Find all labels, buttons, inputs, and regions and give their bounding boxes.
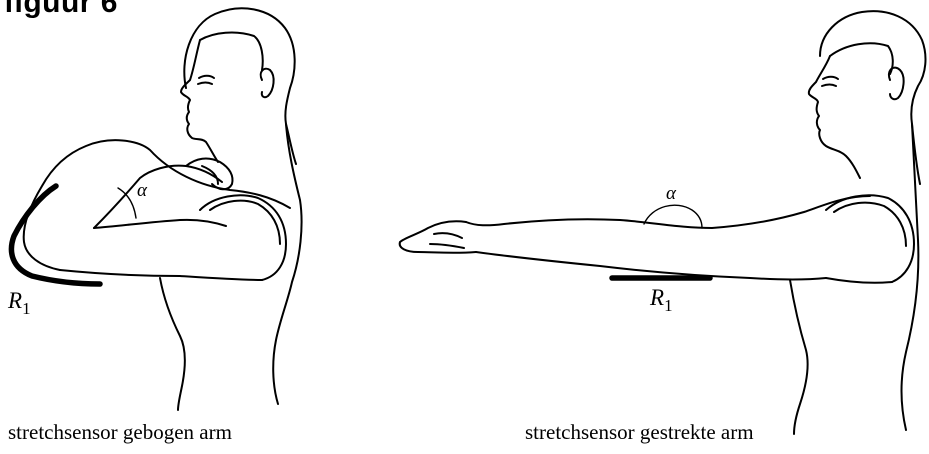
left-brow xyxy=(199,76,214,78)
right-eye xyxy=(822,85,836,87)
right-head-outline xyxy=(820,11,925,184)
right-brow xyxy=(823,77,838,79)
left-sensor-subscript: 1 xyxy=(22,299,31,318)
left-angle-label: α xyxy=(137,180,148,201)
left-upper-arm-top xyxy=(24,140,290,270)
left-face-profile xyxy=(181,40,218,162)
right-face-profile xyxy=(809,56,860,178)
right-hair xyxy=(830,43,893,74)
left-figure xyxy=(24,8,302,410)
left-shoulder-cap-inner xyxy=(210,201,280,244)
right-figure xyxy=(400,11,926,434)
left-sensor-label: R1 xyxy=(7,288,31,318)
right-torso-back xyxy=(902,124,919,430)
right-armpit xyxy=(826,278,892,283)
left-ear xyxy=(261,69,274,97)
right-sensor-subscript: 1 xyxy=(664,296,673,315)
left-torso-back xyxy=(273,124,301,404)
right-angle-label: α xyxy=(666,183,677,204)
right-caption: stretchsensor gestrekte arm xyxy=(525,420,754,445)
left-torso-front xyxy=(160,278,185,410)
left-hair xyxy=(200,33,263,70)
left-forearm-inner xyxy=(94,220,226,228)
right-hand xyxy=(400,221,476,253)
right-sensor-label: R1 xyxy=(649,285,673,315)
left-forearm xyxy=(94,166,222,228)
left-caption: stretchsensor gebogen arm xyxy=(8,420,232,445)
left-eye xyxy=(198,83,212,85)
right-torso-front xyxy=(790,280,808,434)
right-shoulder-cap-inner xyxy=(834,203,906,246)
